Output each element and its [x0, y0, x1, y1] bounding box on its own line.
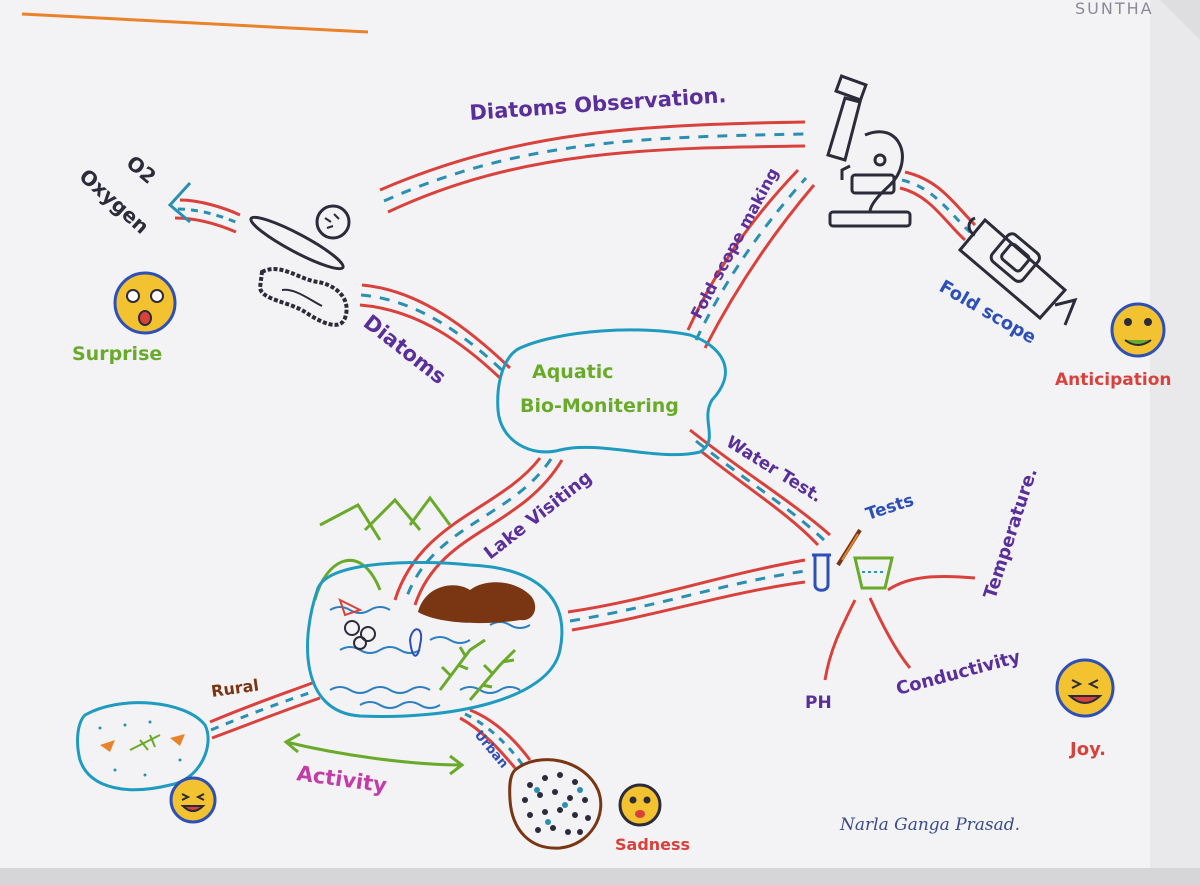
activity-arrow: [283, 732, 465, 776]
branch-roads: [167, 120, 977, 769]
emotion-anticipation: Anticipation: [1055, 370, 1172, 390]
corner-text: SUNTHA: [1075, 0, 1154, 18]
microscope-icon: [826, 74, 912, 228]
rural-face-icon: [169, 776, 217, 824]
lake-illustration: [306, 495, 564, 718]
beaker-icon: [853, 556, 894, 590]
orange-margin-line: [21, 12, 369, 34]
diatom-drawings: [249, 204, 351, 327]
anticipation-face-icon: [1110, 302, 1166, 358]
joy-face-icon: [1055, 658, 1115, 718]
emotion-surprise: Surprise: [72, 343, 162, 365]
rural-pond: [76, 701, 210, 792]
emotion-sadness: Sadness: [615, 835, 690, 854]
urban-pond: [508, 758, 603, 850]
tests-sub-branches: [823, 574, 976, 681]
sadness-face-icon: [618, 783, 662, 827]
central-topic-outline: [496, 328, 727, 457]
emotion-joy: Joy.: [1068, 739, 1106, 760]
node-ph: PH: [805, 693, 832, 713]
surprise-face-icon: [113, 271, 177, 335]
author-signature: Narla Ganga Prasad.: [839, 815, 1020, 835]
central-topic-line1: Aquatic: [532, 361, 614, 383]
foldscope-icon: [957, 216, 1078, 326]
central-topic-line2: Bio-Monitering: [520, 395, 679, 417]
test-tube-icon: [812, 528, 862, 592]
